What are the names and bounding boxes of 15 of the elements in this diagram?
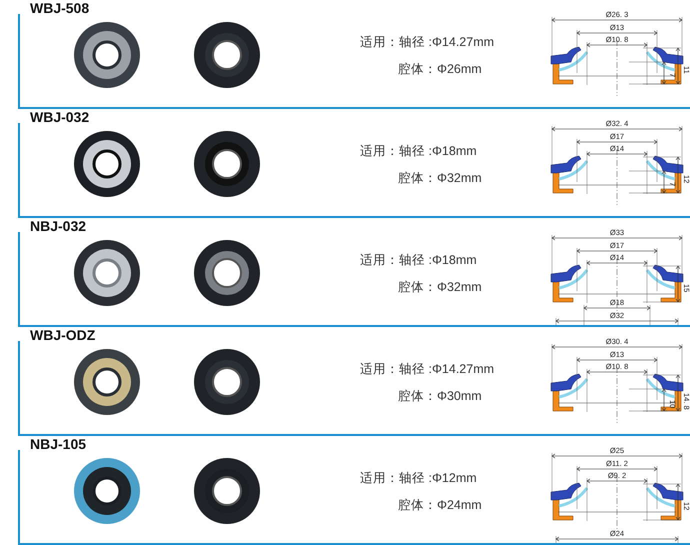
spec-text: 适用：轴径 :Φ18mm — [360, 252, 477, 269]
spec-text: 腔体：Φ32mm — [398, 279, 482, 296]
model-heading: NBJ-032 — [30, 218, 86, 234]
spec-text: 腔体：Φ24mm — [398, 497, 482, 514]
spec-text: 腔体：Φ26mm — [398, 61, 482, 78]
spec-text: 腔体：Φ32mm — [398, 170, 482, 187]
spec-text: 适用：轴径 :Φ18mm — [360, 143, 477, 160]
model-heading: WBJ-ODZ — [30, 327, 96, 343]
spec-text: 适用：轴径 :Φ12mm — [360, 470, 477, 487]
model-heading: WBJ-032 — [30, 109, 90, 125]
model-heading: WBJ-508 — [30, 0, 90, 16]
spec-text: 适用：轴径 :Φ14.27mm — [360, 34, 494, 51]
spec-text: 腔体：Φ30mm — [398, 388, 482, 405]
model-heading: NBJ-105 — [30, 436, 86, 452]
spec-text: 适用：轴径 :Φ14.27mm — [360, 361, 494, 378]
